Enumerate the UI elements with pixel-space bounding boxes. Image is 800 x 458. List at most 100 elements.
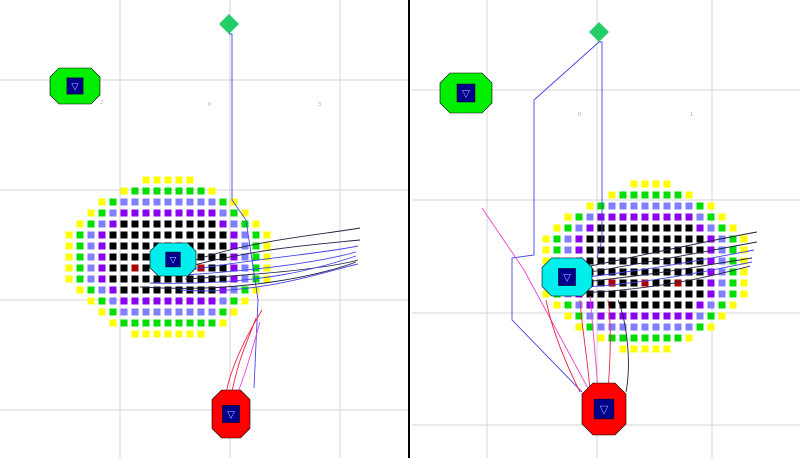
pad bbox=[685, 312, 693, 320]
pad bbox=[729, 224, 737, 232]
pad bbox=[564, 224, 572, 232]
pad bbox=[208, 297, 216, 305]
pad bbox=[208, 231, 216, 239]
diamond-icon[interactable] bbox=[219, 14, 239, 34]
pad bbox=[630, 213, 638, 221]
red-node-icon-glyph bbox=[599, 405, 609, 415]
pad bbox=[197, 242, 205, 250]
pad bbox=[641, 334, 649, 342]
pad bbox=[641, 290, 649, 298]
pad bbox=[230, 231, 238, 239]
pad bbox=[630, 345, 638, 353]
pad bbox=[696, 202, 704, 210]
pad bbox=[696, 279, 704, 287]
pad bbox=[197, 198, 205, 206]
pad bbox=[197, 231, 205, 239]
pad bbox=[663, 268, 671, 276]
pad bbox=[619, 224, 627, 232]
pad bbox=[707, 312, 715, 320]
pad bbox=[252, 242, 260, 250]
pad bbox=[542, 235, 550, 243]
pad bbox=[76, 286, 84, 294]
pad bbox=[120, 253, 128, 261]
pad bbox=[120, 198, 128, 206]
pad bbox=[718, 290, 726, 298]
pad bbox=[641, 345, 649, 353]
green-blob-icon[interactable] bbox=[49, 67, 101, 105]
pad bbox=[740, 235, 748, 243]
pad bbox=[641, 235, 649, 243]
pad bbox=[608, 246, 616, 254]
pad bbox=[142, 187, 150, 195]
pad bbox=[652, 180, 660, 188]
pad bbox=[597, 257, 605, 265]
wire bbox=[481, 207, 591, 393]
wire bbox=[571, 241, 758, 276]
pad bbox=[153, 187, 161, 195]
pad bbox=[718, 279, 726, 287]
pad bbox=[98, 209, 106, 217]
pad bbox=[241, 297, 249, 305]
pad bbox=[208, 242, 216, 250]
pad bbox=[663, 323, 671, 331]
pad bbox=[142, 297, 150, 305]
diamond-icon[interactable] bbox=[589, 22, 609, 42]
pad bbox=[120, 231, 128, 239]
pad bbox=[641, 323, 649, 331]
pad bbox=[630, 279, 638, 287]
pad bbox=[120, 308, 128, 316]
pad bbox=[153, 198, 161, 206]
pad bbox=[98, 253, 106, 261]
wire bbox=[139, 261, 357, 289]
pad bbox=[219, 264, 227, 272]
pad bbox=[109, 198, 117, 206]
cyan-node-icon[interactable] bbox=[149, 242, 197, 277]
pad bbox=[663, 345, 671, 353]
red-node-icon[interactable] bbox=[211, 389, 251, 439]
pad bbox=[663, 191, 671, 199]
wire bbox=[571, 231, 758, 271]
pad bbox=[586, 213, 594, 221]
pad bbox=[696, 224, 704, 232]
pad bbox=[597, 213, 605, 221]
green-blob-icon[interactable] bbox=[439, 72, 493, 114]
pad bbox=[707, 213, 715, 221]
pad bbox=[153, 319, 161, 327]
pad bbox=[586, 312, 594, 320]
pad bbox=[542, 257, 550, 265]
pad bbox=[131, 220, 139, 228]
pad bbox=[98, 275, 106, 283]
pad bbox=[641, 246, 649, 254]
pad bbox=[175, 220, 183, 228]
pad bbox=[252, 253, 260, 261]
pad bbox=[230, 275, 238, 283]
pad bbox=[685, 279, 693, 287]
red-node-icon[interactable] bbox=[581, 382, 627, 436]
pad bbox=[252, 286, 260, 294]
cyan-node-icon[interactable] bbox=[541, 257, 593, 297]
pad bbox=[586, 235, 594, 243]
pad bbox=[685, 334, 693, 342]
pad bbox=[586, 202, 594, 210]
wire bbox=[179, 263, 359, 292]
pad bbox=[630, 202, 638, 210]
pad bbox=[630, 191, 638, 199]
wire bbox=[189, 245, 359, 271]
pad bbox=[696, 235, 704, 243]
pad bbox=[87, 264, 95, 272]
pad bbox=[685, 246, 693, 254]
pad bbox=[109, 319, 117, 327]
pad bbox=[718, 224, 726, 232]
pad bbox=[175, 286, 183, 294]
pad bbox=[652, 290, 660, 298]
pad bbox=[740, 257, 748, 265]
pad bbox=[131, 330, 139, 338]
pad bbox=[674, 268, 682, 276]
pad bbox=[674, 224, 682, 232]
pad bbox=[630, 224, 638, 232]
pad bbox=[652, 268, 660, 276]
pad bbox=[553, 224, 561, 232]
pad bbox=[208, 308, 216, 316]
green-blob-icon-square bbox=[66, 77, 84, 95]
